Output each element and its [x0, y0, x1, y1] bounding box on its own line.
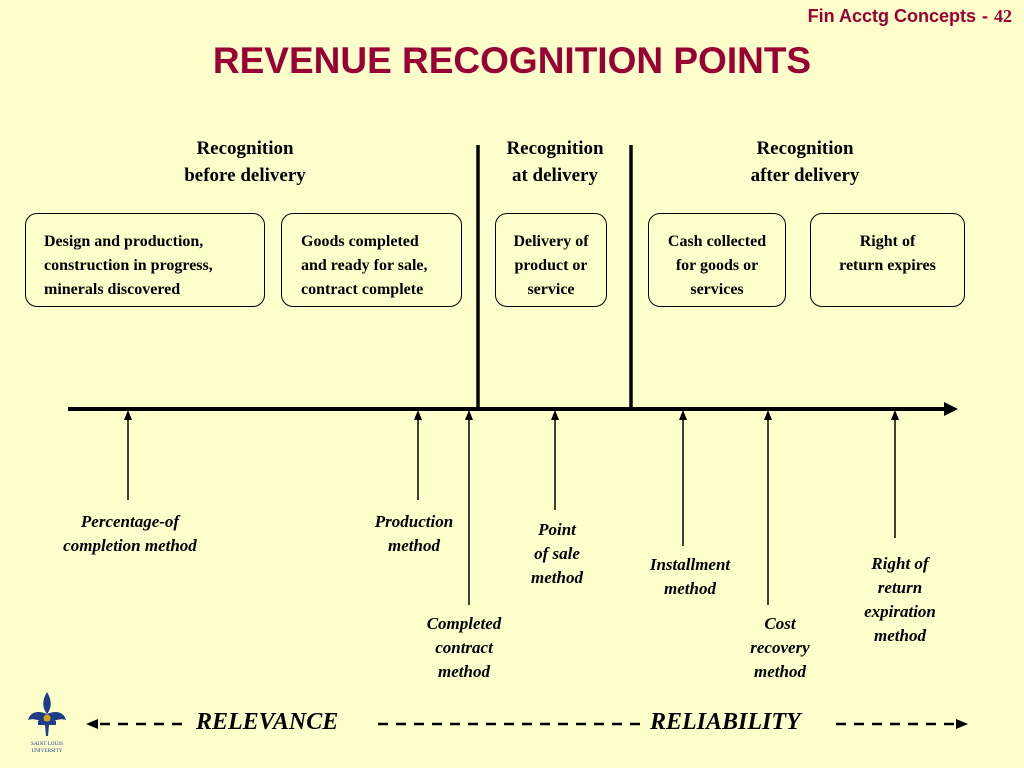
method-percentage-of-completion: Percentage-of completion method — [63, 512, 197, 555]
timeline-arrowhead — [944, 402, 958, 416]
method-arrow-production — [414, 410, 422, 500]
method-arrow-percentage — [124, 410, 132, 500]
group-label-at-delivery: Recognition at delivery — [506, 138, 604, 186]
logo-text-line1: SAINT LOUIS — [31, 741, 63, 747]
method-cost-recovery: Cost recovery method — [750, 614, 810, 681]
event-box-goods-completed: Goods completed and ready for sale, cont… — [281, 213, 462, 307]
event-box-cash-collected: Cash collected for goods or services — [648, 213, 786, 307]
method-arrow-installment — [679, 410, 687, 546]
method-arrow-cost — [764, 410, 772, 605]
event-box-delivery: Delivery of product or service — [495, 213, 607, 307]
scale-arrow-left-head — [86, 719, 98, 729]
relevance-label: RELEVANCE — [196, 709, 339, 735]
group-label-after-delivery: Recognition after delivery — [750, 138, 860, 186]
method-arrow-completed — [465, 410, 473, 605]
slide-title: REVENUE RECOGNITION POINTS — [212, 40, 812, 81]
reliability-label: RELIABILITY — [650, 709, 801, 735]
method-arrow-point — [551, 410, 559, 510]
page-number: 42 — [994, 6, 1012, 26]
header-separator: - — [982, 6, 988, 26]
group-label-before-delivery: Recognition before delivery — [184, 138, 306, 186]
event-box-right-of-return: Right of return expires — [810, 213, 965, 307]
event-box-design-production: Design and production, construction in p… — [25, 213, 265, 307]
method-point-of-sale: Point of sale method — [531, 520, 583, 587]
scale-arrow-right-head — [956, 719, 968, 729]
method-installment: Installment method — [649, 555, 731, 598]
method-production: Production method — [374, 512, 454, 555]
course-name: Fin Acctg Concepts — [807, 6, 976, 26]
logo-text-line2: UNIVERSITY — [31, 748, 62, 754]
slide-header: Fin Acctg Concepts-42 — [808, 6, 1012, 27]
method-completed-contract: Completed contract method — [426, 614, 502, 681]
method-arrow-rightofreturn — [891, 410, 899, 538]
university-logo-icon: SAINT LOUIS UNIVERSITY — [28, 692, 66, 754]
method-right-of-return-expiration: Right of return expiration method — [864, 554, 936, 645]
